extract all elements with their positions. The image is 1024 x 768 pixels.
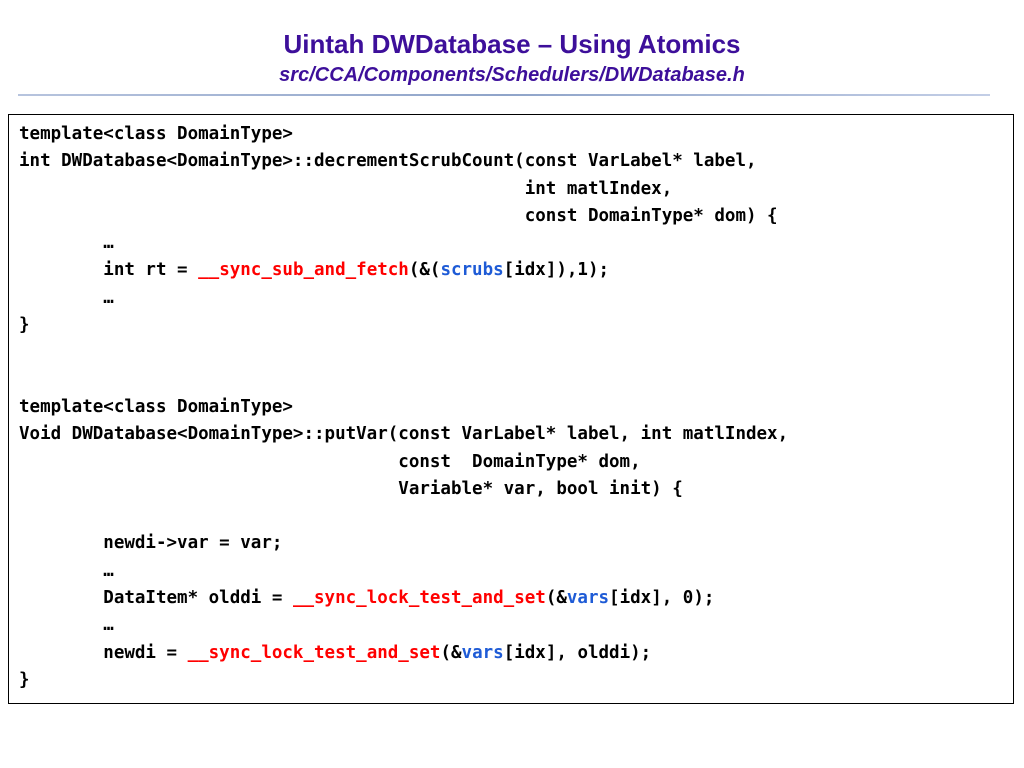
code-line: Variable* var, bool init) { <box>19 478 683 499</box>
atomic-function-name: __sync_sub_and_fetch <box>198 260 409 281</box>
code-line: … <box>19 615 114 636</box>
code-text: (&( <box>408 260 441 281</box>
code-text: int rt = <box>19 260 199 281</box>
code-line: } <box>19 669 30 690</box>
code-text: (& <box>545 588 567 609</box>
code-text: (& <box>440 642 462 663</box>
code-line: template<class DomainType> <box>19 396 293 417</box>
atomic-function-name: __sync_lock_test_and_set <box>292 588 546 609</box>
slide-subtitle: src/CCA/Components/Schedulers/DWDatabase… <box>279 64 745 86</box>
code-line: int DWDatabase<DomainType>::decrementScr… <box>19 151 757 172</box>
code-text: [idx], olddi); <box>503 642 652 663</box>
code-line: } <box>19 315 30 336</box>
code-text: newdi = <box>19 642 188 663</box>
code-line-blank <box>19 339 788 366</box>
code-line: DataItem* olddi = __sync_lock_test_and_s… <box>19 585 788 612</box>
code-line: const DomainType* dom) { <box>19 205 778 226</box>
variable-name: vars <box>566 588 610 609</box>
code-line: const DomainType* dom, <box>19 451 641 472</box>
code-box <box>8 114 1014 704</box>
code-line: newdi = __sync_lock_test_and_set(&vars[i… <box>19 640 788 667</box>
code-line: … <box>19 233 114 254</box>
code-line: Void DWDatabase<DomainType>::putVar(cons… <box>19 424 789 445</box>
code-line: newdi->var = var; <box>19 533 283 554</box>
code-line: int rt = __sync_sub_and_fetch(&(scrubs[i… <box>19 257 788 284</box>
variable-name: scrubs <box>440 260 504 281</box>
code-line-blank <box>19 367 788 394</box>
code-line: template<class DomainType> <box>19 124 293 144</box>
atomic-function-name: __sync_lock_test_and_set <box>187 642 441 663</box>
code-text: [idx], 0); <box>609 588 715 609</box>
code-line-blank <box>19 503 788 530</box>
code-listing: template<class DomainType> int DWDatabas… <box>19 121 788 694</box>
slide-title: Uintah DWDatabase – Using Atomics <box>283 29 741 59</box>
code-line: … <box>19 560 114 581</box>
title-divider <box>18 94 990 96</box>
code-line: … <box>19 287 114 308</box>
code-line: int matlIndex, <box>19 178 673 199</box>
code-text: [idx]),1); <box>503 260 610 281</box>
variable-name: vars <box>461 642 504 663</box>
code-text: DataItem* olddi = <box>19 588 293 609</box>
